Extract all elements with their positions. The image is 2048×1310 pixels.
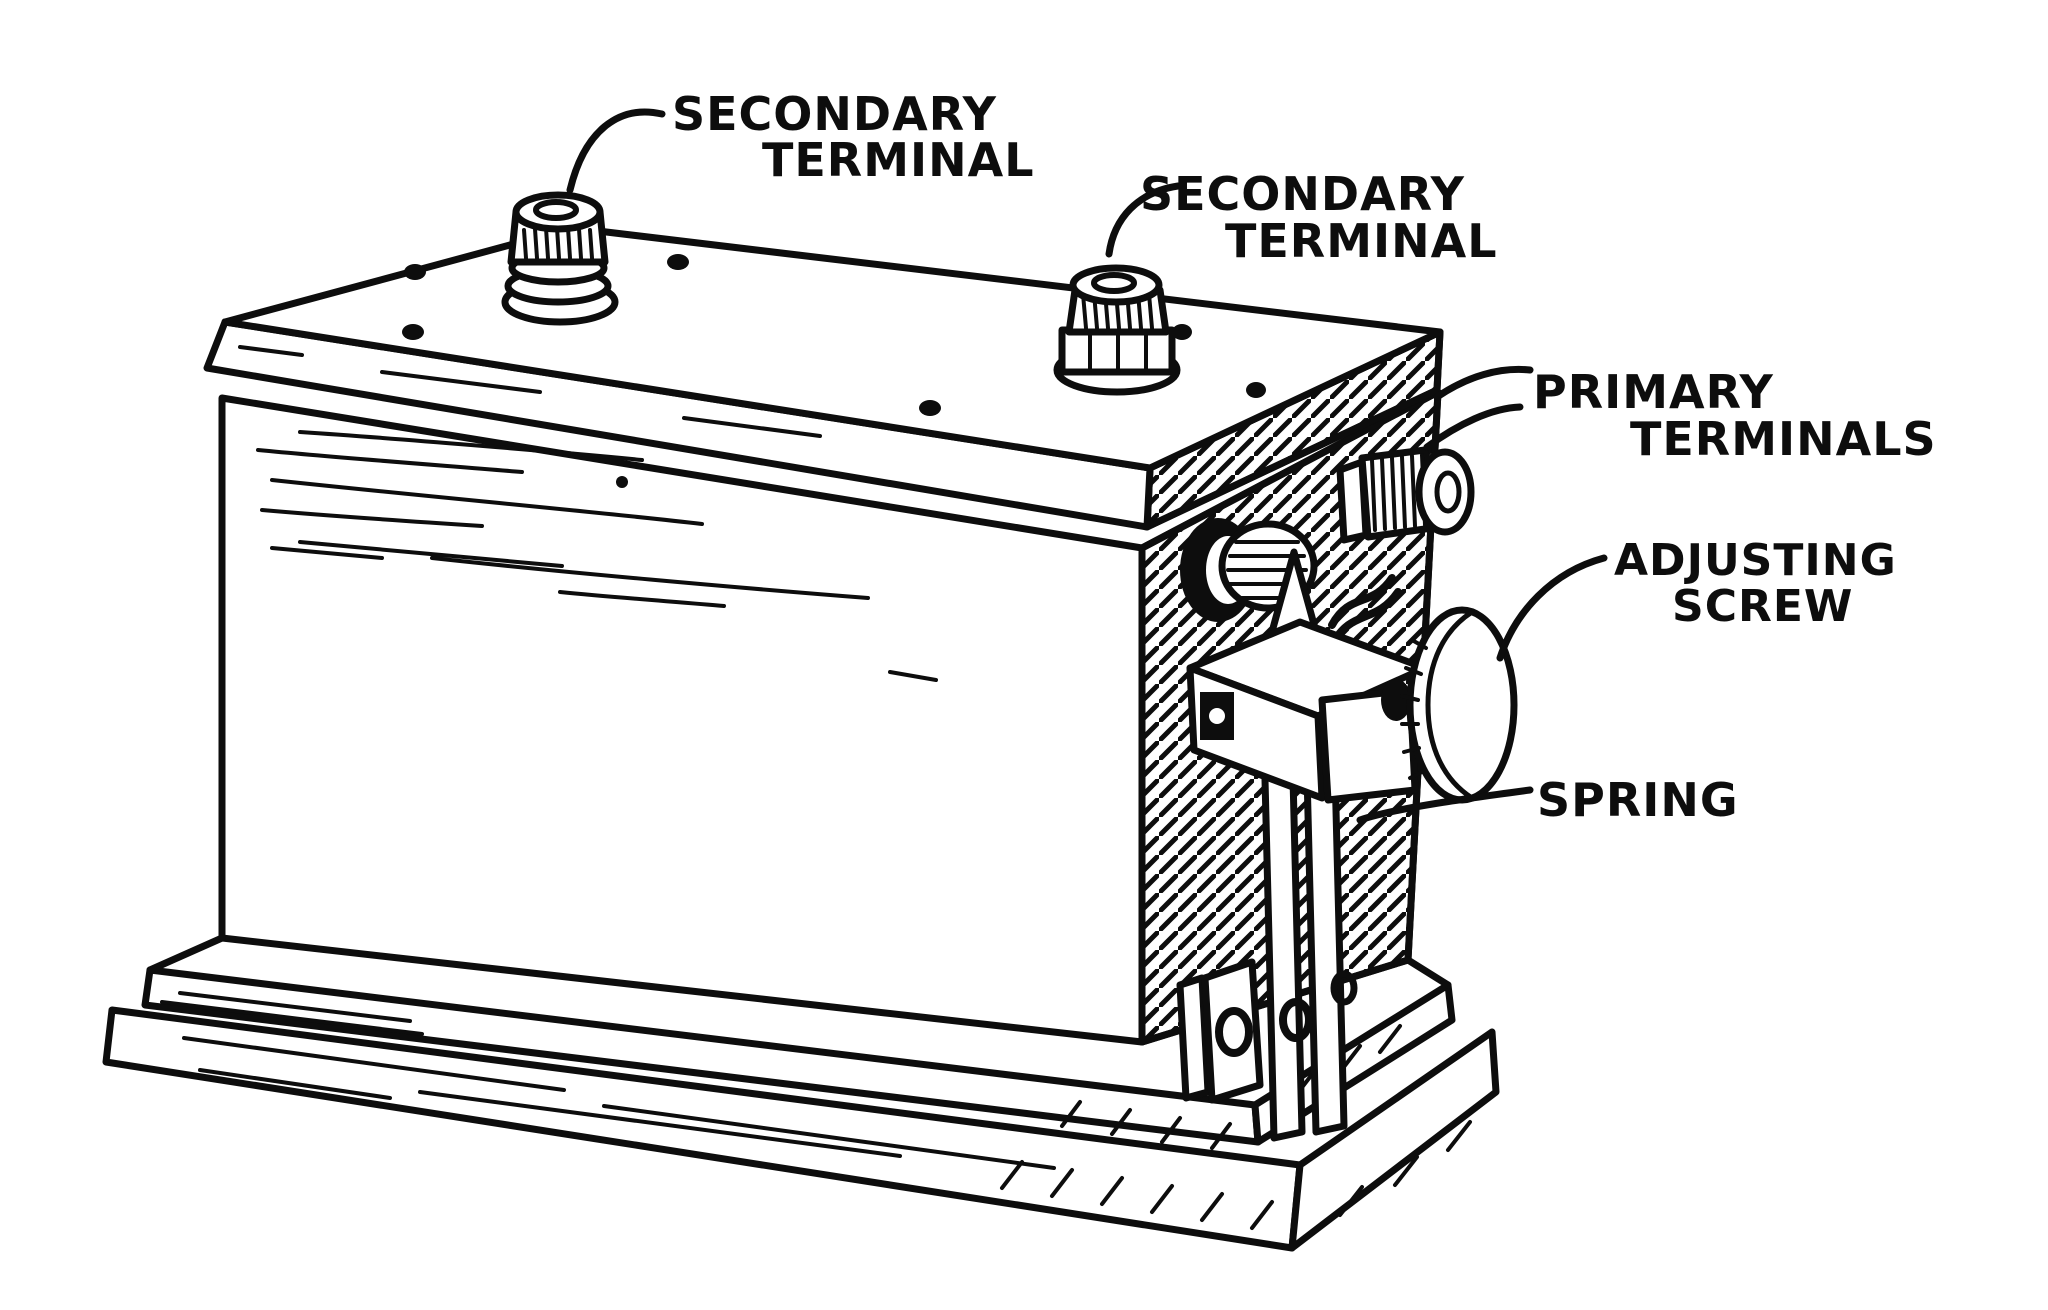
front-face-grain: [256, 430, 938, 682]
leader-primary-a: [1433, 365, 1534, 401]
terminal-cap-swirl: [533, 199, 579, 221]
label-primary-terminals-1: PRIMARY: [1533, 365, 1774, 419]
leader-secondary-left: [566, 108, 666, 194]
labels: SECONDARY TERMINAL SECONDARY TERMINAL PR…: [672, 87, 1937, 827]
lid-screws: [402, 254, 1266, 416]
terminal-knurl-ticks: [1370, 453, 1427, 532]
leader-lines: [566, 108, 1608, 824]
secondary-terminal-left: [501, 191, 619, 326]
primary-terminal-upper: [1336, 446, 1475, 544]
knob-knurl-ticks: [1400, 638, 1428, 780]
box-front-face: [218, 394, 1146, 1046]
label-secondary-terminal-right-1: SECONDARY: [1140, 167, 1465, 221]
base-flare-edges: [146, 934, 1452, 989]
front-face-knot: [616, 476, 628, 488]
label-secondary-terminal-left-2: TERMINAL: [762, 133, 1035, 187]
leader-primary-b: [1423, 403, 1524, 451]
terminal-knurl-lines: [1226, 540, 1308, 600]
label-spring: SPRING: [1537, 773, 1739, 827]
label-secondary-terminal-right-2: TERMINAL: [1225, 214, 1498, 268]
base-hatch-ticks: [1000, 1024, 1472, 1230]
terminal-cap-swirl: [1091, 272, 1137, 294]
label-adjusting-screw-2: SCREW: [1672, 581, 1853, 632]
label-primary-terminals-2: TERMINALS: [1630, 412, 1937, 466]
base-lower-right: [1288, 1028, 1500, 1252]
label-adjusting-screw-1: ADJUSTING: [1614, 535, 1897, 586]
terminal-hex-facets: [1088, 330, 1148, 372]
contact-blocks: [1176, 958, 1358, 1104]
bracket: [1186, 618, 1429, 804]
terminal-bore: [1434, 470, 1462, 514]
base: [102, 966, 1500, 1252]
vibrator-mechanism: [1176, 446, 1518, 1142]
leader-adjusting-screw: [1496, 554, 1608, 662]
base-grain: [160, 991, 1056, 1170]
bracket-bolt: [1209, 708, 1225, 724]
lid-band-streaks: [238, 345, 822, 438]
terminal-knurl-ticks: [522, 226, 594, 260]
secondary-terminal-right: [1053, 264, 1181, 396]
terminal-knurl-ticks: [1081, 290, 1154, 330]
leader-spring: [1356, 786, 1534, 824]
leader-secondary-right: [1105, 182, 1182, 258]
knob-rim-line: [1425, 609, 1475, 801]
screw-nub: [1381, 679, 1411, 721]
label-secondary-terminal-left-1: SECONDARY: [672, 87, 997, 141]
